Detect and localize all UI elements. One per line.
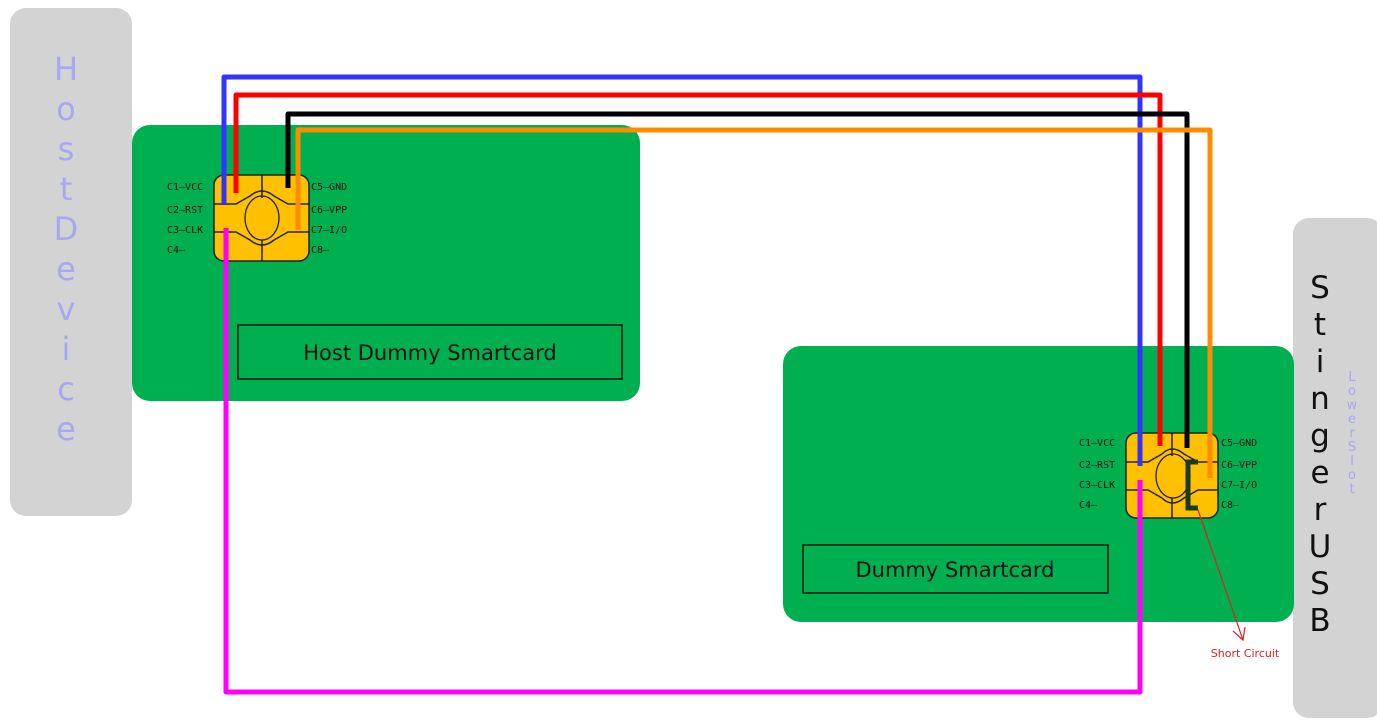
host-chip <box>213 174 310 262</box>
host-pin-c7: C7–I/O <box>311 225 347 236</box>
dummy-pin-c2: C2–RST <box>1079 460 1115 471</box>
dummy-pin-c1: C1–VCC <box>1079 438 1115 449</box>
dummy-pin-labels-left: C1–VCC C2–RST C3–CLK C4– <box>1079 438 1115 511</box>
host-pin-c1: C1–VCC <box>167 182 203 193</box>
host-pin-c4: C4– <box>167 245 186 256</box>
host-pin-c8: C8– <box>311 245 330 256</box>
host-pin-labels-right: C5–GND C6–VPP C7–I/O C8– <box>311 182 347 256</box>
dummy-pin-labels-right: C5–GND C6–VPP C7–I/O C8– <box>1221 438 1257 511</box>
short-circuit-label: Short Circuit <box>1211 647 1280 660</box>
wires <box>221 74 1213 695</box>
host-pin-c3: C3–CLK <box>167 225 203 236</box>
dummy-card-label: Dummy Smartcard <box>855 558 1054 582</box>
short-circuit-bridge <box>1185 459 1198 511</box>
dummy-pin-c8: C8– <box>1221 500 1240 511</box>
host-pin-c2: C2–RST <box>167 205 203 216</box>
dummy-pin-c4: C4– <box>1079 500 1098 511</box>
host-pin-c6: C6–VPP <box>311 205 347 216</box>
host-dummy-smartcard: Host Dummy Smartcard C1–VCC C2–RST C3–CL… <box>132 125 640 401</box>
dummy-pin-c6: C6–VPP <box>1221 460 1257 471</box>
wire-io <box>295 127 1213 478</box>
wire-vcc <box>221 74 1143 466</box>
wire-clk <box>223 228 1143 695</box>
short-circuit-annotation: Short Circuit <box>1197 509 1280 660</box>
host-card-label: Host Dummy Smartcard <box>303 341 557 365</box>
wire-rst <box>233 92 1163 446</box>
dummy-card-label-box <box>802 544 1109 594</box>
dummy-pin-c7: C7–I/O <box>1221 480 1257 491</box>
host-pin-c5: C5–GND <box>311 182 347 193</box>
wire-gnd <box>285 111 1190 448</box>
dummy-smartcard: Dummy Smartcard C1–VCC C2–RST C3–CLK C4–… <box>783 346 1294 622</box>
dummy-pin-c5: C5–GND <box>1221 438 1257 449</box>
host-pin-labels-left: C1–VCC C2–RST C3–CLK C4– <box>167 182 203 256</box>
host-card-label-box <box>237 324 623 380</box>
dummy-pin-c3: C3–CLK <box>1079 480 1115 491</box>
dummy-chip <box>1125 432 1219 519</box>
